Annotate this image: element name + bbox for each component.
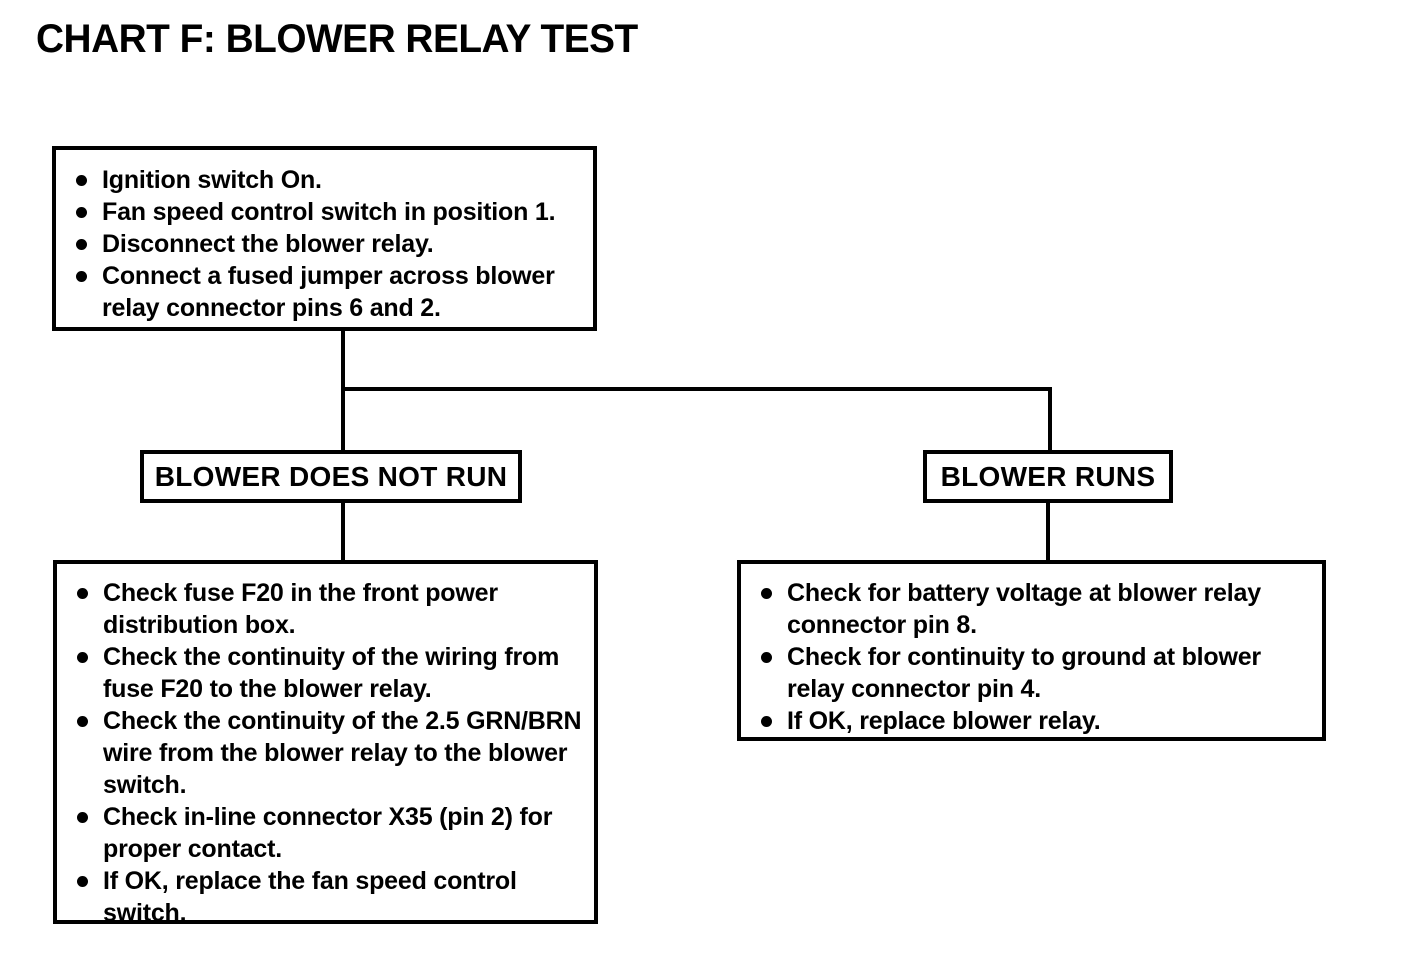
runs-actions-list: Check for battery voltage at blower rela… (753, 577, 1312, 737)
list-item: If OK, replace blower relay. (753, 705, 1312, 737)
connector-does-not-run-to-actions (341, 501, 345, 562)
list-item: Connect a fused jumper across blower rel… (68, 260, 583, 324)
list-item: Check for battery voltage at blower rela… (753, 577, 1312, 641)
no-run-actions-box: Check fuse F20 in the front power distri… (53, 560, 598, 927)
list-item: Check fuse F20 in the front power distri… (69, 577, 584, 641)
connector-to-does-not-run (341, 387, 345, 452)
outcome-blower-runs: BLOWER RUNS (923, 450, 1173, 503)
connector-blower-runs-to-actions (1046, 501, 1050, 562)
outcome-label: BLOWER RUNS (940, 460, 1156, 492)
conditions-box: Ignition switch On. Fan speed control sw… (52, 146, 597, 331)
list-item: If OK, replace the fan speed control swi… (69, 865, 584, 929)
outcome-blower-does-not-run: BLOWER DOES NOT RUN (140, 450, 522, 503)
runs-actions-box: Check for battery voltage at blower rela… (737, 560, 1326, 741)
connector-branch-horizontal (341, 387, 1052, 391)
list-item: Check the continuity of the 2.5 GRN/BRN … (69, 705, 584, 801)
list-item: Check in-line connector X35 (pin 2) for … (69, 801, 584, 865)
list-item: Fan speed control switch in position 1. (68, 196, 583, 228)
page-title: CHART F: BLOWER RELAY TEST (36, 17, 638, 61)
connector-to-blower-runs (1048, 387, 1052, 452)
list-item: Ignition switch On. (68, 164, 583, 196)
conditions-list: Ignition switch On. Fan speed control sw… (68, 164, 583, 324)
connector-conditions-stem (341, 330, 345, 391)
no-run-actions-list: Check fuse F20 in the front power distri… (69, 577, 584, 929)
list-item: Check for continuity to ground at blower… (753, 641, 1312, 705)
outcome-label: BLOWER DOES NOT RUN (154, 460, 508, 492)
list-item: Disconnect the blower relay. (68, 228, 583, 260)
list-item: Check the continuity of the wiring from … (69, 641, 584, 705)
